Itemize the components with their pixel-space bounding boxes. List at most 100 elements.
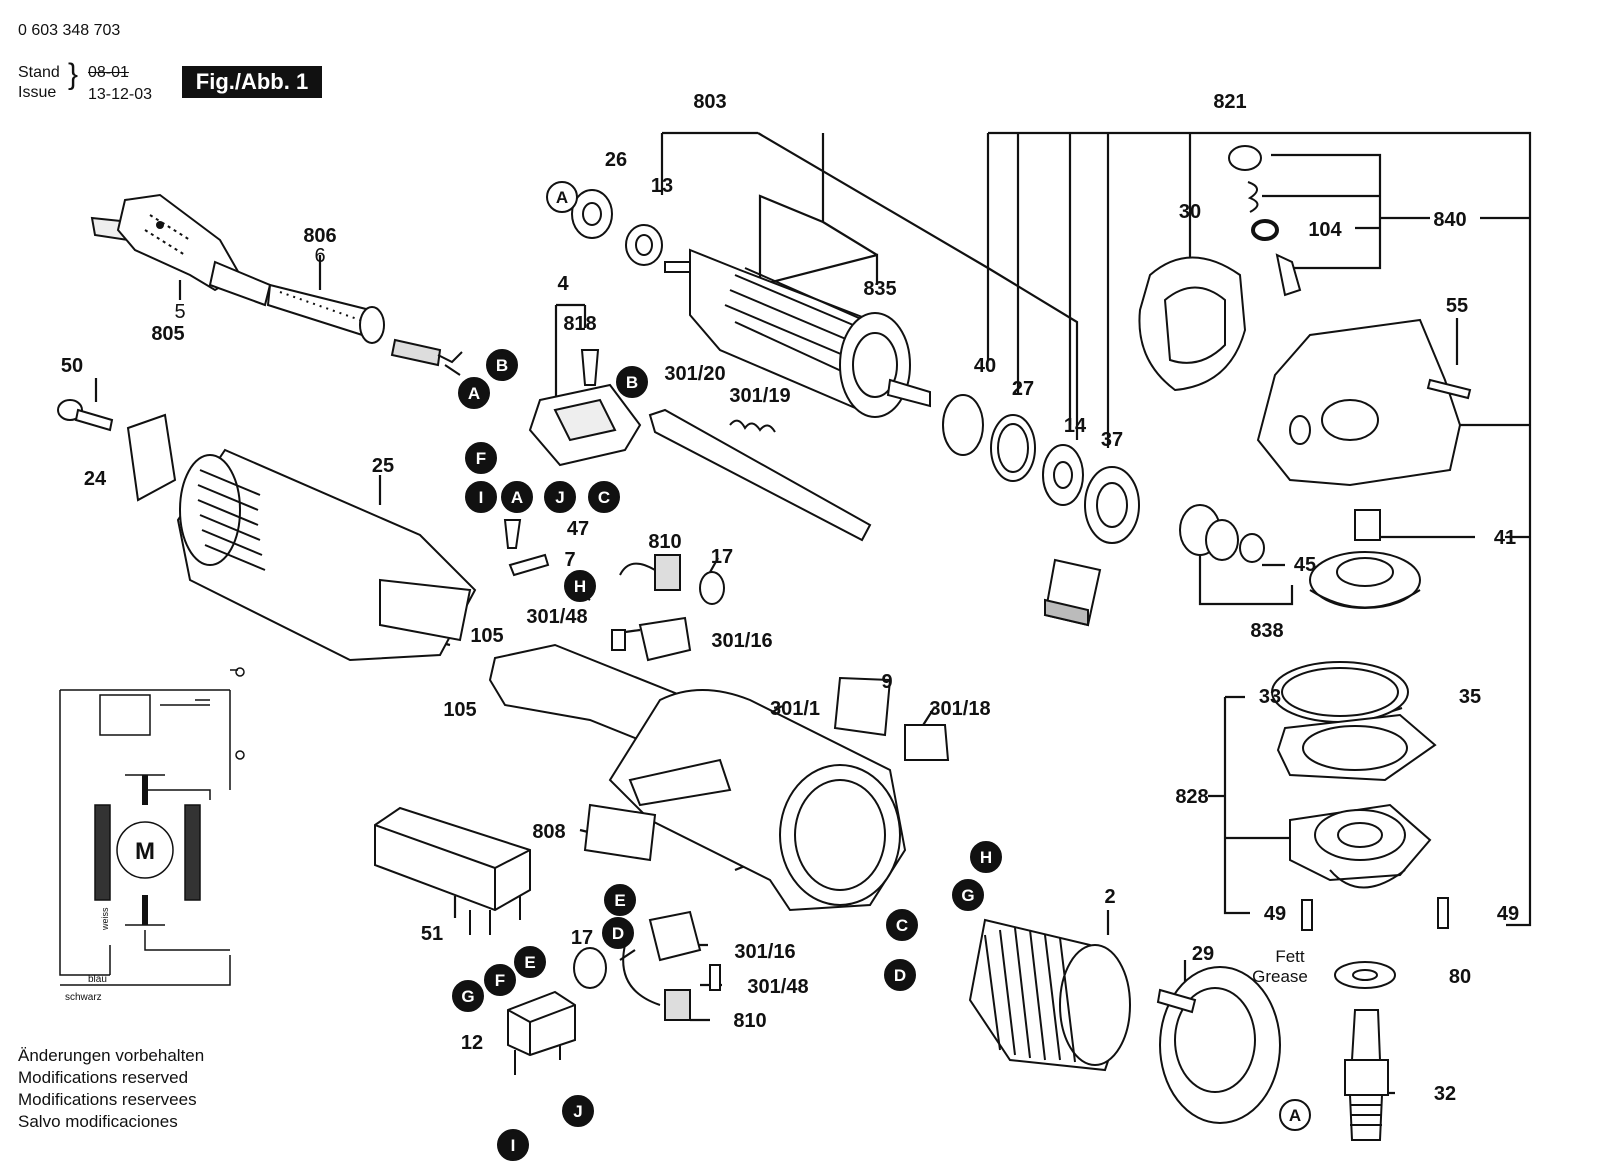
label-41: 41 [1494,527,1516,549]
marker-c1: C [588,481,620,513]
marker-circle [588,481,620,513]
label-5: 5 [174,301,185,323]
brush-holder-4 [528,383,642,467]
screw-50 [57,399,114,432]
marker-g1: G [952,879,984,911]
marker-circle [602,917,634,949]
cover-30 [1138,256,1247,392]
marker-circle [564,570,596,602]
plate-24 [126,413,177,502]
marker-h2: H [970,841,1002,873]
marker-letter: B [496,356,508,375]
wire-schwarz: schwarz [65,992,102,1003]
label-806: 806 [303,225,336,247]
marker-circle [562,1095,594,1127]
label-9: 9 [881,671,892,693]
marker-letter: J [555,488,564,507]
marker-letter: G [461,987,474,1006]
marker-circle [546,181,578,213]
marker-letter: D [612,924,624,943]
label-803: 803 [693,91,726,113]
marker-circle [514,946,546,978]
marker-a2: A [458,377,490,409]
marker-circle [952,879,984,911]
power-plug [90,193,272,307]
label-301-16-bottom: 301/16 [734,941,795,963]
pin-840 [1275,253,1302,297]
marker-f1: F [465,442,497,474]
label-40: 40 [974,355,996,377]
label-47: 47 [567,518,589,540]
label-2: 2 [1104,886,1115,908]
label-17-top: 17 [711,546,733,568]
marker-letter: A [511,488,523,507]
label-26: 26 [605,149,627,171]
footer-line-1: Änderungen vorbehalten [18,1046,205,1065]
oring-104 [1251,219,1279,241]
label-9 [833,676,892,737]
spring-17 [699,571,725,605]
screw-301-48 [611,629,626,651]
part-labels: 803 821 26 13 30 104 840 806 6 5 805 835… [61,91,1519,1105]
label-805: 805 [151,323,184,345]
spring-840 [1247,181,1259,213]
marker-g2: G [452,980,484,1012]
marker-f2: F [484,964,516,996]
marker-e1: E [604,884,636,916]
marker-b1: B [486,349,518,381]
marker-letter: E [614,891,625,910]
label-808: 808 [532,821,565,843]
label-105-bottom: 105 [443,699,476,721]
label-29: 29 [1192,943,1214,965]
label-301-20: 301/20 [664,363,725,385]
marker-letter: J [573,1102,582,1121]
marker-circle [616,366,648,398]
suppressor-12 [507,990,576,1075]
cord-protector-end [359,306,385,344]
marker-letter: H [980,848,992,867]
marker-circle [501,481,533,513]
circlip-40 [942,394,984,456]
label-55: 55 [1446,295,1468,317]
marker-letter: G [961,886,974,905]
label-14: 14 [1064,415,1087,437]
wiring-schematic [59,667,245,986]
fan-guard-29 [1156,966,1281,1124]
parts [57,145,1472,1141]
pinion-838 [1179,504,1239,561]
part-number: 0 603 348 703 [18,22,121,39]
motor-housing-25 [176,448,477,662]
bearing-13 [625,224,663,266]
label-51: 51 [421,923,443,945]
clip-7 [508,553,550,577]
spindle-32 [1344,1009,1389,1141]
label-840: 840 [1433,209,1466,231]
label-301-48-top: 301/48 [526,606,587,628]
grease-note: Fett Grease [1252,947,1308,986]
marker-letter: A [556,188,568,207]
label-49-left: 49 [1264,903,1286,925]
sleeve-41 [1354,509,1381,541]
marker-circle [884,959,916,991]
marker-circle [465,442,497,474]
label-104: 104 [1308,219,1342,241]
wire-blau: blau [88,974,107,985]
label-808 [583,803,657,862]
marker-letter: C [896,916,908,935]
screw-49-right [1437,897,1449,929]
label-50: 50 [61,355,83,377]
label-6: 6 [314,245,325,267]
marker-letter: B [626,373,638,392]
flange-828 [1289,803,1432,889]
marker-circle [970,841,1002,873]
marker-c2: C [886,909,918,941]
cord-piece [390,338,442,367]
screw-49-left [1301,899,1313,931]
screw-301-48-lower [709,964,721,991]
marker-letter: D [894,966,906,985]
marker-circle [497,1129,529,1161]
switch-301-18 [904,724,950,761]
label-27: 27 [1012,378,1034,400]
marker-circle [465,481,497,513]
